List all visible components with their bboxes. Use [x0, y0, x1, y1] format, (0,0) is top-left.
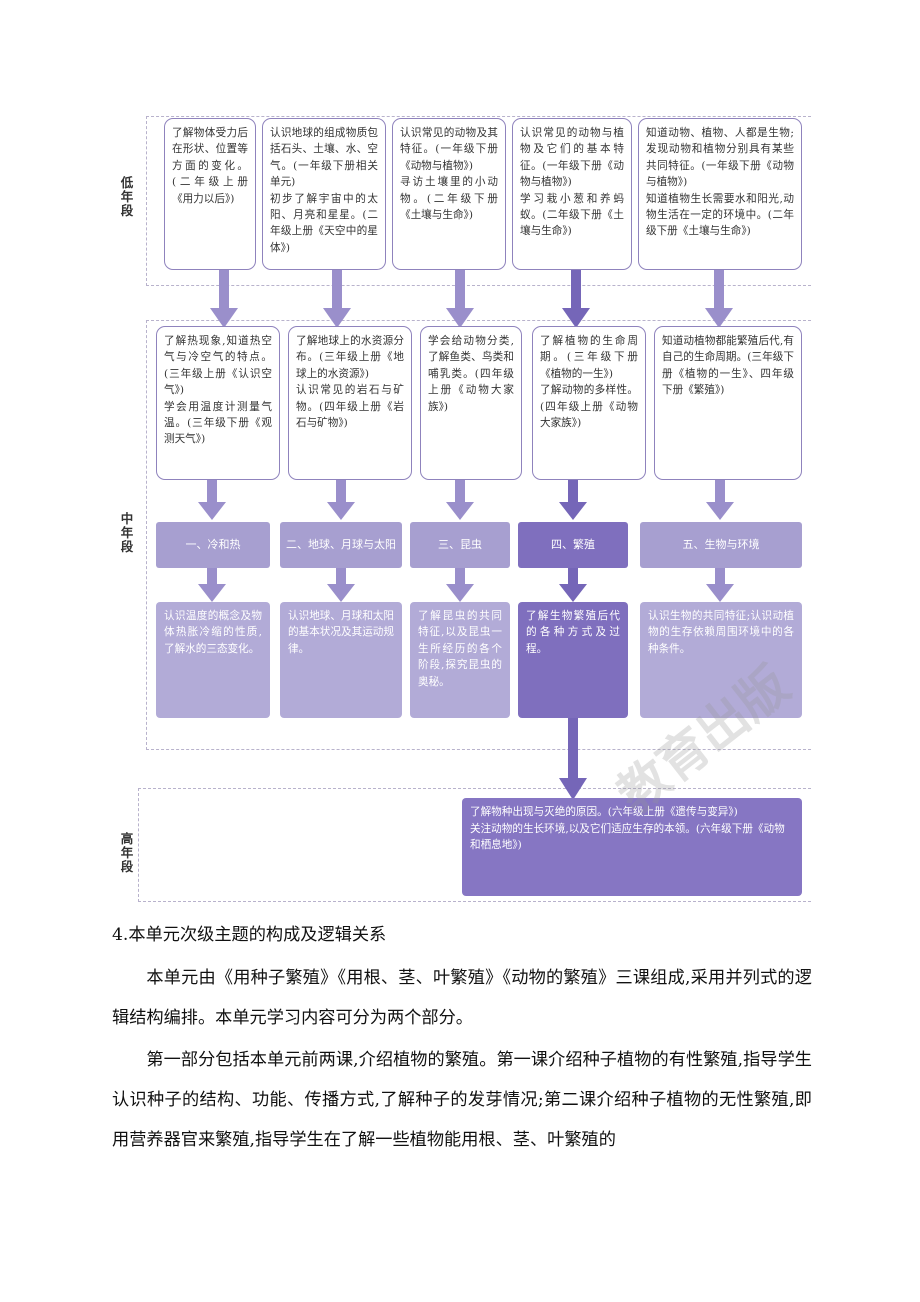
- goal-box-1: 认识温度的概念及物体热胀冷缩的性质,了解水的三态变化。: [156, 602, 270, 718]
- high-stage-box: 了解物种出现与灭绝的原因。(六年级上册《遗传与变异》) 关注动物的生长环境,以及…: [462, 798, 802, 896]
- mid-stage-box-1: 了解热现象,知道热空气与冷空气的特点。(三年级上册《认识空气》) 学会用温度计测…: [156, 326, 280, 480]
- curriculum-flow-diagram: 低年段 中年段 高年段 了解物体: [120, 116, 811, 902]
- arrow-down-icon: [446, 568, 474, 602]
- section-heading: 4.本单元次级主题的构成及逻辑关系: [112, 925, 387, 945]
- goal-box-4: 了解生物繁殖后代的各种方式及过程。: [518, 602, 628, 718]
- arrows-prior-to-units: [198, 480, 734, 520]
- arrow-down-icon: [327, 480, 355, 520]
- paragraph-1: 本单元由《用种子繁殖》《用根、茎、叶繁殖》《动物的繁殖》三课组成,采用并列式的逻…: [112, 968, 812, 1028]
- arrow-down-icon: [446, 270, 474, 328]
- stage-label-high: 高年段: [120, 831, 134, 874]
- arrow-down-icon: [210, 270, 238, 328]
- arrow-down-icon: [706, 480, 734, 520]
- mid-stage-band: [146, 320, 811, 750]
- arrow-down-icon: [327, 568, 355, 602]
- low-stage-band: [146, 116, 811, 286]
- unit-earth-moon-sun: 二、地球、月球与太阳: [280, 522, 402, 568]
- arrow-to-high-stage: [559, 718, 587, 800]
- goal-box-3: 了解昆虫的共同特征,以及昆虫一生所经历的各个阶段,探究昆虫的奥秘。: [410, 602, 510, 718]
- arrows-units-to-goals: [198, 568, 734, 602]
- arrow-down-icon: [559, 480, 587, 520]
- arrow-down-icon: [198, 480, 226, 520]
- section-text: 4.本单元次级主题的构成及逻辑关系 本单元由《用种子繁殖》《用根、茎、叶繁殖》《…: [112, 918, 812, 1162]
- paragraph-2: 第一部分包括本单元前两课,介绍植物的繁殖。第一课介绍种子植物的有性繁殖,指导学生…: [112, 1050, 812, 1150]
- low-stage-box-5: 知道动物、植物、人都是生物;发现动物和植物分别具有某些共同特征。(一年级下册《动…: [638, 118, 802, 270]
- mid-stage-box-4: 了解植物的生命周期。(三年级下册《植物的一生》) 了解动物的多样性。(四年级上册…: [532, 326, 646, 480]
- high-stage-band: [138, 788, 811, 902]
- mid-stage-box-5: 知道动植物都能繁殖后代,有自己的生命周期。(三年级下册《植物的一生》、四年级下册…: [654, 326, 802, 480]
- unit-organisms-and-environment: 五、生物与环境: [640, 522, 802, 568]
- goal-box-5: 认识生物的共同特征;认识动植物的生存依赖周围环境中的各种条件。: [640, 602, 802, 718]
- goal-box-2: 认识地球、月球和太阳的基本状况及其运动规律。: [280, 602, 402, 718]
- mid-stage-box-3: 学会给动物分类,了解鱼类、鸟类和哺乳类。(四年级上册《动物大家族》): [420, 326, 522, 480]
- arrow-down-icon: [706, 568, 734, 602]
- flow-arrows: [198, 270, 734, 800]
- mid-stage-box-2: 了解地球上的水资源分布。(三年级上册《地球上的水资源》) 认识常见的岩石与矿物。…: [288, 326, 412, 480]
- unit-reproduction: 四、繁殖: [518, 522, 628, 568]
- low-stage-box-2: 认识地球的组成物质包括石头、土壤、水、空气。(一年级下册相关单元) 初步了解宇宙…: [262, 118, 386, 270]
- stage-label-mid: 中年段: [120, 511, 134, 554]
- arrow-down-icon: [562, 270, 590, 328]
- arrow-down-icon: [705, 270, 733, 328]
- low-stage-box-1: 了解物体受力后在形状、位置等方面的变化。(二年级上册《用力以后》): [164, 118, 256, 270]
- arrow-down-icon: [559, 568, 587, 602]
- arrow-down-icon: [323, 270, 351, 328]
- arrows-low-to-mid: [210, 270, 733, 328]
- arrow-down-icon: [198, 568, 226, 602]
- low-stage-box-3: 认识常见的动物及其特征。(一年级下册《动物与植物》) 寻访土壤里的小动物。(二年…: [392, 118, 506, 270]
- unit-insects: 三、昆虫: [410, 522, 510, 568]
- low-stage-box-4: 认识常见的动物与植物及它们的基本特征。(一年级下册《动物与植物》) 学习栽小葱和…: [512, 118, 632, 270]
- arrow-down-icon: [446, 480, 474, 520]
- unit-cold-and-heat: 一、冷和热: [156, 522, 270, 568]
- stage-label-low: 低年段: [120, 175, 134, 218]
